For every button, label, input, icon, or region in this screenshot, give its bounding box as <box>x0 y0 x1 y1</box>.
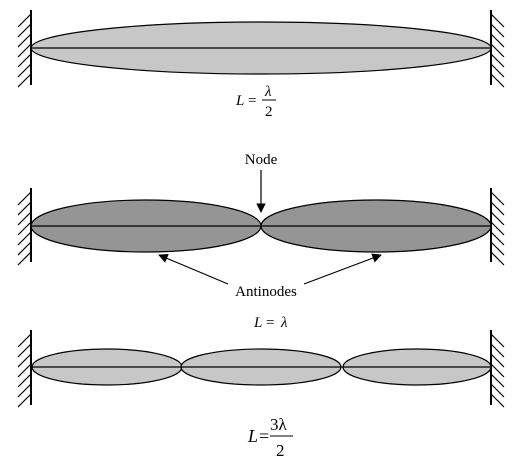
formula-eq: = <box>266 315 274 331</box>
second-harmonic: Node Antinodes L = λ <box>17 152 505 331</box>
formula-lhs: L <box>253 315 262 331</box>
right-wall-1 <box>490 10 505 88</box>
formula-wavelength: L = λ <box>253 315 288 331</box>
formula-lhs: L <box>247 426 258 446</box>
left-wall-1 <box>17 10 32 88</box>
antinode-arrow-left <box>158 253 229 285</box>
left-wall-3 <box>17 330 32 408</box>
right-wall-2 <box>490 188 505 266</box>
formula-numerator: 3λ <box>270 415 288 434</box>
formula-lhs: L <box>235 93 244 109</box>
third-harmonic: L = 3λ 2 <box>17 330 505 460</box>
antinodes-label: Antinodes <box>235 284 297 300</box>
fundamental-mode: L = λ 2 <box>17 10 505 120</box>
antinode-arrow-right <box>303 253 382 285</box>
formula-eq: = <box>259 426 269 446</box>
formula-denominator: 2 <box>265 104 273 120</box>
formula-half-wavelength: L = λ 2 <box>235 84 276 120</box>
right-wall-3 <box>490 330 505 408</box>
formula-value: λ <box>280 315 288 331</box>
formula-eq: = <box>248 93 256 109</box>
formula-numerator: λ <box>264 84 272 100</box>
formula-three-half-wavelength: L = 3λ 2 <box>247 415 293 460</box>
left-wall-2 <box>17 188 32 266</box>
node-label: Node <box>245 152 278 168</box>
formula-denominator: 2 <box>276 441 285 460</box>
